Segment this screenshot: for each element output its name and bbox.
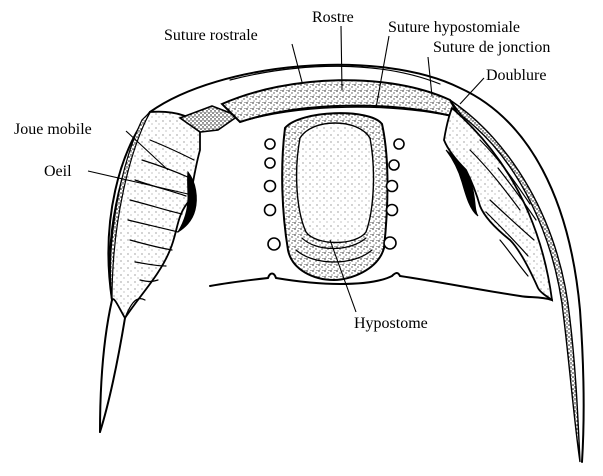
label-suture-de-jonction: Suture de jonction [433, 39, 550, 56]
left-muscle-scars [265, 139, 281, 250]
label-hypostome: Hypostome [354, 315, 428, 332]
label-doublure: Doublure [486, 67, 546, 84]
label-rostre: Rostre [312, 9, 354, 26]
label-suture-hypostomiale: Suture hypostomiale [388, 19, 520, 36]
label-joue-mobile: Joue mobile [14, 121, 92, 138]
label-oeil: Oeil [44, 163, 72, 180]
hypostome-body [297, 123, 374, 243]
label-suture-rostrale: Suture rostrale [164, 27, 258, 44]
leader-suture-rostrale [292, 44, 302, 82]
